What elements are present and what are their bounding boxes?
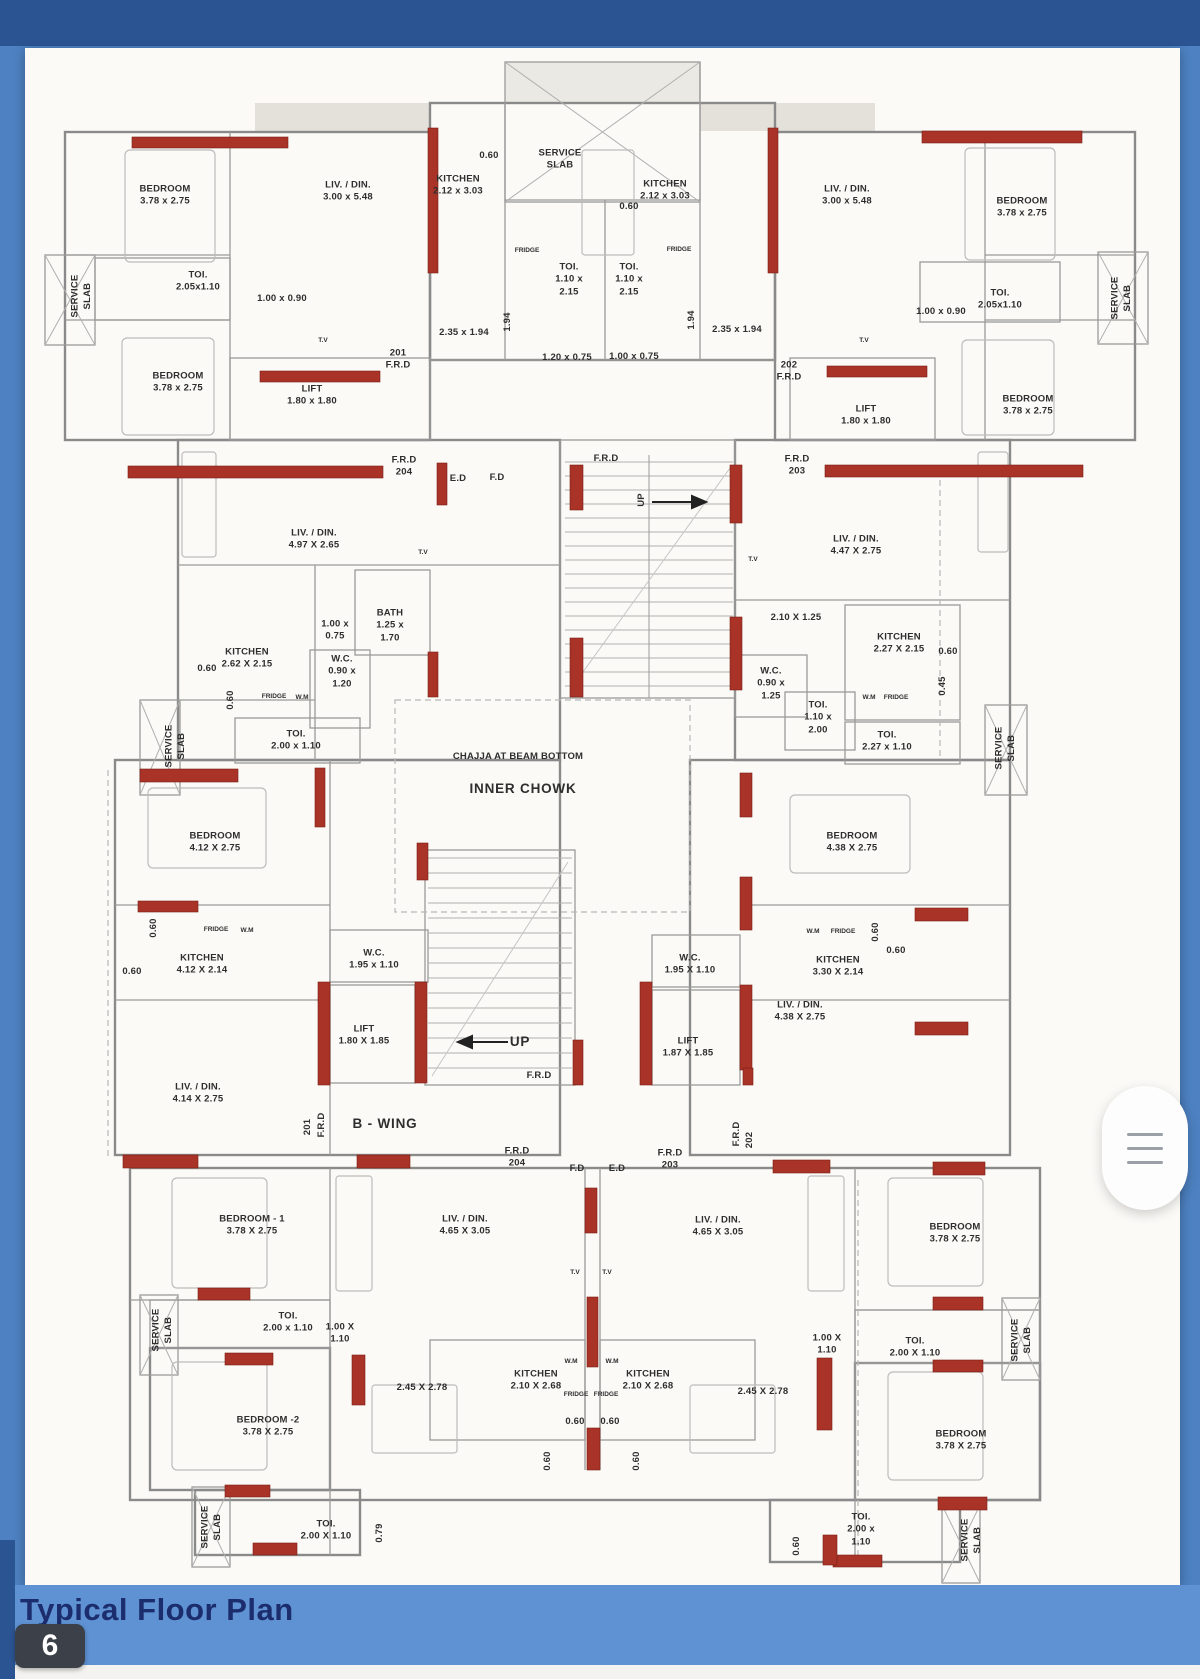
- furniture: [121, 147, 1056, 1481]
- stair-treads: [428, 455, 733, 1077]
- photo-left-dark-edge: [0, 1540, 15, 1679]
- interior-walls: [44, 61, 1149, 1584]
- red-wall-segments: [122, 127, 1084, 1568]
- up-arrows: [455, 494, 709, 1050]
- page-title: Typical Floor Plan: [20, 1592, 294, 1627]
- photo-background-top-band: [0, 0, 1200, 46]
- menu-button[interactable]: [1102, 1086, 1188, 1210]
- service-slab-crosses: [44, 61, 1149, 1584]
- hamburger-icon: [1127, 1132, 1163, 1136]
- page-number-badge: 6: [15, 1624, 85, 1668]
- dashed-open-lines: [107, 480, 941, 1560]
- bottom-blue-band: [0, 1585, 1200, 1665]
- hamburger-icon: [1127, 1160, 1163, 1164]
- bottom-white-strip: [0, 1665, 1200, 1679]
- hamburger-icon: [1127, 1146, 1163, 1150]
- hatch-bands: [255, 62, 875, 131]
- brochure-page: [25, 48, 1180, 1585]
